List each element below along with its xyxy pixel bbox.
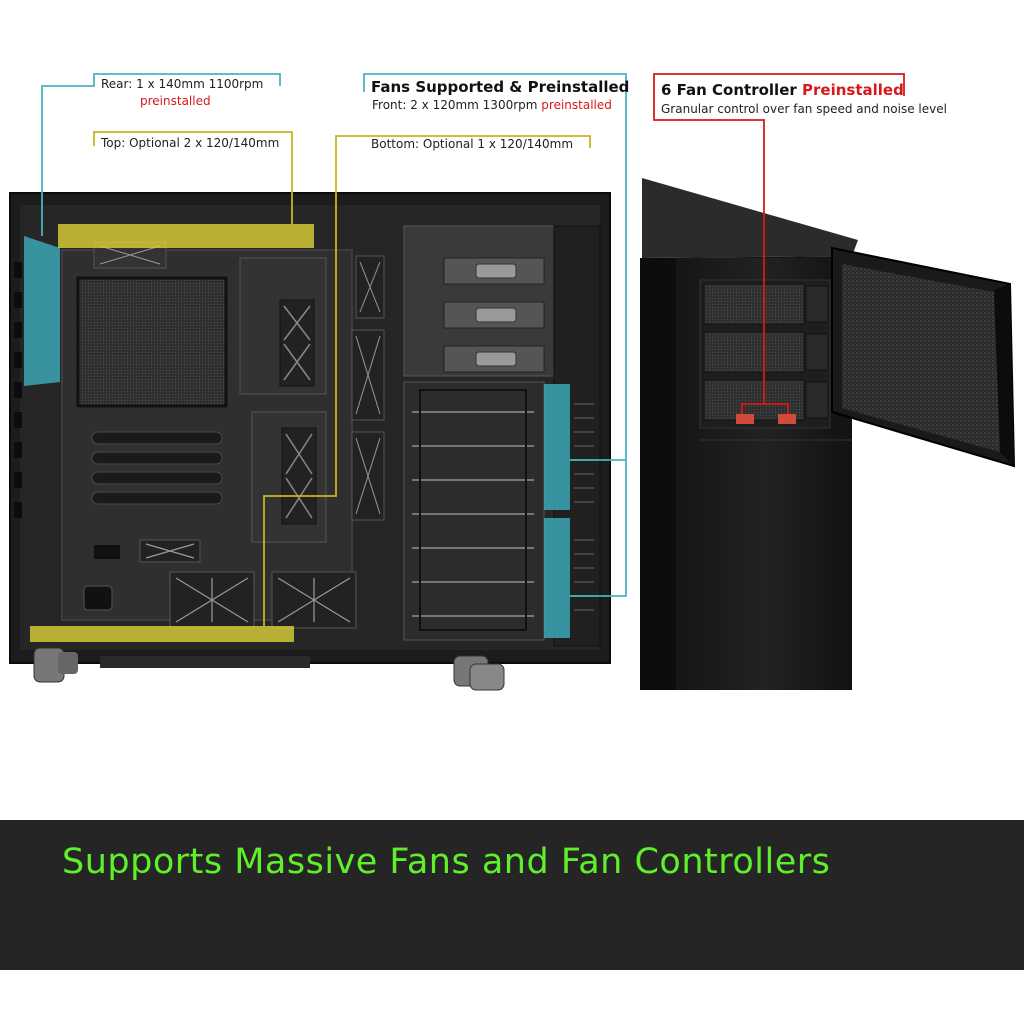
- feature-banner: [0, 820, 1024, 970]
- front-fan-note: preinstalled: [541, 98, 612, 112]
- fan-controller-heading: 6 Fan Controller Preinstalled: [661, 81, 904, 99]
- rear-callout-line: [41, 73, 281, 236]
- front-fan-label: Front: 2 x 120mm 1300rpm preinstalled: [372, 98, 612, 112]
- rear-fan-note: preinstalled: [140, 94, 211, 108]
- case-front-view: [640, 178, 1016, 690]
- fan-controller-slider-right: [778, 414, 796, 424]
- case-interior-view: [9, 192, 611, 691]
- bottom-callout-line: [263, 135, 591, 626]
- rear-fan-label: Rear: 1 x 140mm 1100rpm: [101, 77, 264, 91]
- top-fan-label: Top: Optional 2 x 120/140mm: [101, 136, 280, 150]
- front-fan-highlight-1: [544, 384, 570, 510]
- top-fan-highlight: [58, 224, 314, 248]
- rear-fan-highlight: [24, 236, 60, 386]
- fans-callout-line: [363, 73, 627, 597]
- front-fan-highlight-2: [544, 518, 570, 638]
- fan-controller-slider-left: [736, 414, 754, 424]
- fans-supported-heading: Fans Supported & Preinstalled: [371, 78, 630, 96]
- callout-lines: [41, 73, 905, 626]
- bottom-fan-label: Bottom: Optional 1 x 120/140mm: [371, 137, 574, 151]
- bottom-fan-highlight: [30, 626, 294, 642]
- banner-title: Supports Massive Fans and Fan Controller…: [62, 842, 831, 882]
- fan-controller-description: Granular control over fan speed and nois…: [661, 102, 947, 116]
- controller-callout-line: [653, 96, 765, 404]
- fan-controller-heading-accent: Preinstalled: [802, 81, 904, 99]
- top-callout-line: [93, 131, 293, 224]
